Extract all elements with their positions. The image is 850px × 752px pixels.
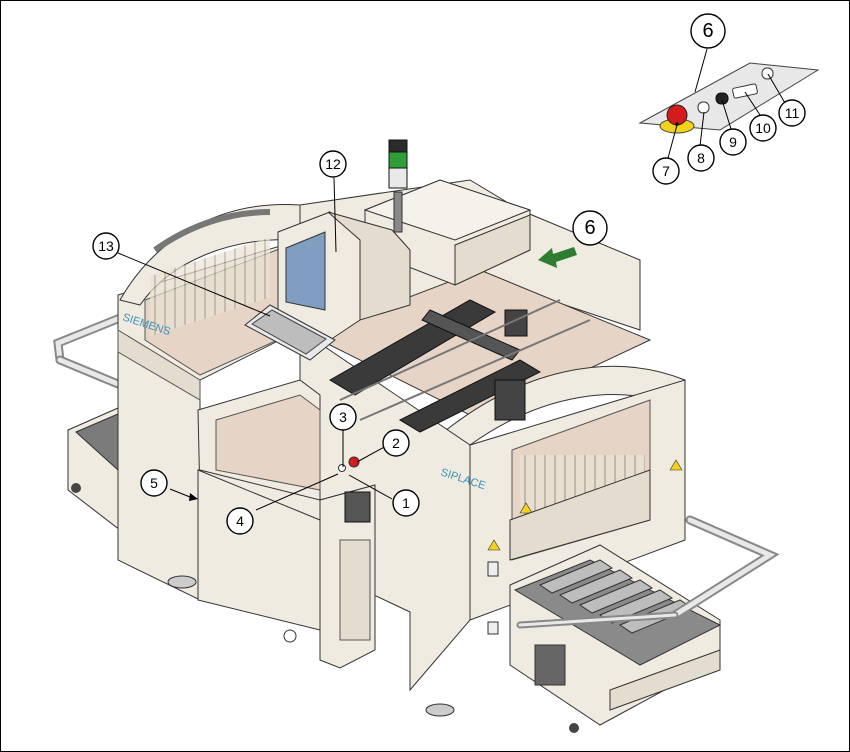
callout-11: 11 [779,100,805,126]
svg-text:12: 12 [325,156,341,172]
svg-text:8: 8 [697,150,705,166]
callout-4: 4 [227,508,253,534]
callout-6-arrow: 6 [573,211,607,245]
callout-5: 5 [141,470,167,496]
callout-8: 8 [688,145,714,171]
callout-10: 10 [750,115,776,141]
svg-text:11: 11 [785,105,800,121]
callout-13: 13 [93,233,119,259]
callout-3: 3 [330,404,356,430]
callout-7: 7 [653,158,679,184]
left-handle [58,318,120,384]
svg-text:9: 9 [729,134,737,150]
svg-text:1: 1 [402,495,410,511]
right-feeder-trolley [510,470,720,725]
svg-text:4: 4 [236,513,244,529]
callout-2: 2 [383,430,409,456]
svg-text:7: 7 [662,163,670,179]
callout-12: 12 [320,151,346,177]
svg-text:10: 10 [755,120,771,136]
svg-text:3: 3 [339,409,347,425]
callout-9: 9 [720,129,746,155]
svg-text:6: 6 [702,20,713,42]
svg-text:2: 2 [392,435,400,451]
svg-text:13: 13 [98,238,114,254]
svg-text:5: 5 [150,475,158,491]
svg-text:6: 6 [584,217,595,239]
callout-6-panel: 6 [691,14,725,48]
callout-1: 1 [393,490,419,516]
